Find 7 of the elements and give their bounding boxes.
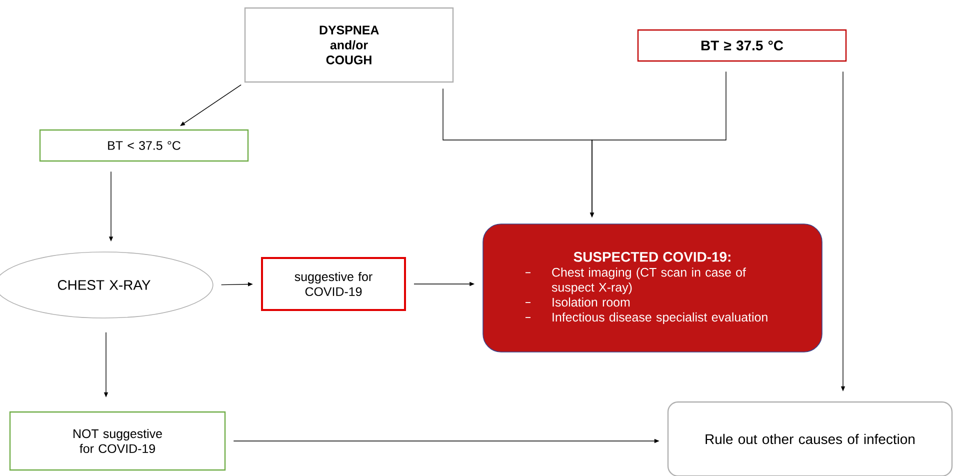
symptom-box: DYSPNEA and/or COUGH xyxy=(244,7,454,83)
condition-box: BT < 37.5 °C xyxy=(39,129,249,162)
condition-box: BT ≥ 37.5 °C xyxy=(637,29,847,62)
outcome-box: SUSPECTED COVID-19: Chest imaging (CT scan in case of suspect X-ray) Isolation room Infectious disease specialist evaluation xyxy=(482,224,822,352)
result-box: suggestive for COVID-19 xyxy=(261,257,406,311)
result-box: NOT suggestive for COVID-19 xyxy=(9,411,226,471)
outcome-box: Rule out other causes of infection xyxy=(667,401,953,476)
